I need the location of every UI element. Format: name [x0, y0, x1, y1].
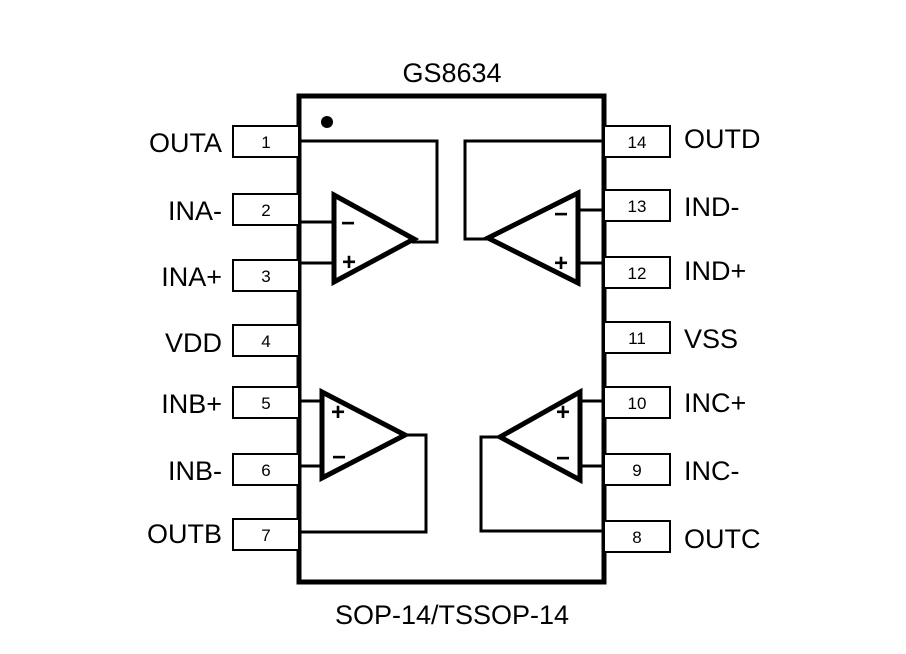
pin-number: 14: [628, 133, 647, 152]
pin-7: 7 OUTB: [147, 518, 300, 551]
op-amp-a: − +: [331, 190, 420, 287]
package-name: SOP-14/TSSOP-14: [335, 600, 569, 630]
pin-number: 9: [632, 461, 641, 480]
pin-label: INA-: [168, 196, 222, 226]
amp-c-minus-sign: −: [556, 445, 570, 472]
pin-13: 13 IND-: [603, 189, 740, 222]
pin-11: 11 VSS: [603, 321, 738, 354]
pin-5: 5 INB+: [161, 386, 300, 419]
pin-2: 2 INA-: [168, 193, 300, 226]
op-amp-b: + −: [319, 387, 411, 483]
pin-9: 9 INC-: [603, 453, 740, 486]
pin-number: 11: [628, 329, 646, 348]
pin-label: IND+: [684, 256, 746, 286]
pin-label: OUTA: [149, 128, 222, 158]
pin-label: IND-: [684, 192, 740, 222]
pin-label: OUTD: [684, 124, 761, 154]
pin-label: VDD: [165, 328, 222, 358]
amp-d-feedback-wire: [463, 139, 603, 241]
amp-b-plus-sign: +: [331, 399, 345, 426]
pin-number: 5: [261, 394, 270, 413]
left-pins: 1 OUTA 2 INA- 3 INA+ 4 VDD 5 INB+ 6 INB-: [147, 125, 300, 551]
internal-wiring: [300, 139, 603, 534]
pin-number: 6: [261, 461, 270, 480]
pin-number: 4: [261, 332, 270, 351]
pin-label: INA+: [161, 262, 222, 292]
pin-8: 8 OUTC: [603, 520, 761, 554]
right-pins: 14 OUTD 13 IND- 12 IND+ 11 VSS 10 INC+ 9…: [603, 124, 761, 554]
pin-number: 7: [261, 526, 270, 545]
pin-label: VSS: [684, 324, 738, 354]
pin-1: 1 OUTA: [149, 125, 300, 158]
pin-number: 13: [628, 197, 647, 216]
pin-number: 12: [628, 264, 647, 283]
amp-a-feedback-wire: [300, 139, 439, 244]
pin-number: 8: [632, 528, 641, 547]
amp-d-minus-sign: −: [554, 201, 568, 228]
pin-label: OUTC: [684, 524, 761, 554]
amp-a-plus-sign: +: [342, 249, 356, 276]
pin-4: 4 VDD: [165, 324, 300, 358]
op-amp-d: − +: [482, 188, 581, 288]
amp-b-feedback-wire: [300, 433, 428, 534]
pin-6: 6 INB-: [168, 453, 300, 486]
chip-body: [296, 93, 607, 585]
pin-label: INB-: [168, 456, 222, 486]
op-amp-c: + −: [494, 387, 583, 485]
amp-d-plus-sign: +: [554, 250, 568, 277]
pin-number: 2: [261, 201, 270, 220]
pin-label: INC+: [684, 388, 746, 418]
pin-label: INB+: [161, 389, 222, 419]
pin-number: 10: [628, 394, 647, 413]
pin-label: OUTB: [147, 519, 222, 549]
pin-14: 14 OUTD: [603, 124, 761, 158]
amp-c-feedback-wire: [479, 435, 603, 533]
amp-a-minus-sign: −: [341, 210, 355, 237]
pin-number: 3: [261, 267, 270, 286]
pin-label: INC-: [684, 456, 740, 486]
amp-b-minus-sign: −: [332, 444, 346, 471]
pin-10: 10 INC+: [603, 386, 746, 419]
chip-name: GS8634: [402, 58, 501, 88]
pin-number: 1: [261, 133, 270, 152]
pin-3: 3 INA+: [161, 259, 300, 292]
pin1-marker-dot: [321, 116, 333, 128]
amp-c-plus-sign: +: [556, 399, 570, 426]
pin-12: 12 IND+: [603, 256, 746, 289]
